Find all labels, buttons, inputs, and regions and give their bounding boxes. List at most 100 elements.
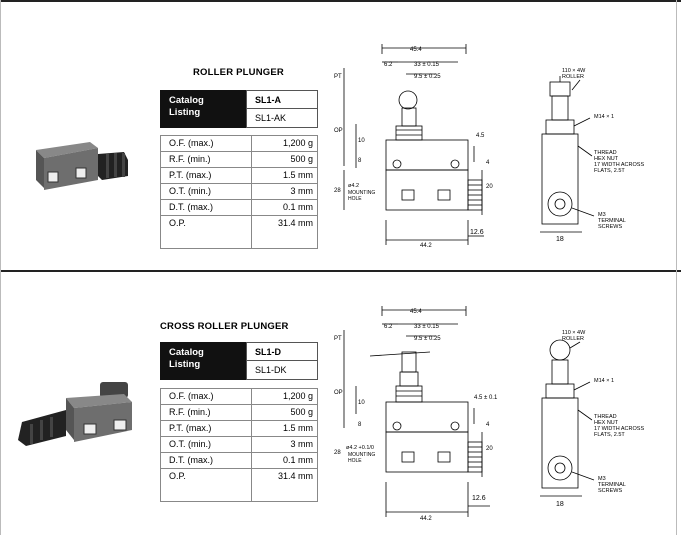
roller-plunger-section: ROLLER PLUNGER Catalog Listing SL1-A SL1…: [0, 0, 681, 250]
switch-photo: [18, 382, 132, 446]
dim-h10: 10: [358, 138, 365, 144]
spec-row: O.T. (min.)3 mm: [160, 183, 318, 200]
front-view-drawing: 45.4 6.2 33 ± 0.15 9.5 ± 0.25 PT OP 10 8…: [334, 306, 498, 522]
dim-h28: 28: [334, 450, 341, 456]
spec-row: O.T. (min.)3 mm: [160, 436, 318, 453]
catalog-label-line2: Listing: [169, 107, 201, 118]
dim-base: 44.2: [420, 243, 432, 249]
spec-label: R.F. (min.): [160, 151, 252, 168]
dim-depth: 12.6: [472, 495, 486, 502]
screws-label: SCREWS: [598, 488, 622, 494]
flats-label: FLATS, 2.5T: [594, 432, 625, 438]
dim-h10: 10: [358, 400, 365, 406]
catalog-label-line1: Catalog: [169, 95, 204, 106]
switch-photo: [36, 142, 128, 190]
m3-label: M3: [598, 212, 606, 218]
terminal-label: TERMINAL: [598, 218, 626, 224]
spec-value: 0.1 mm: [251, 452, 318, 469]
dim-mount1: MOUNTING: [348, 452, 375, 458]
spec-row: D.T. (max.)0.1 mm: [160, 199, 318, 216]
dim-h4: 4: [486, 422, 490, 428]
catalog-number-1: SL1-D: [247, 343, 317, 361]
spec-label: P.T. (max.): [160, 167, 252, 184]
cross-roller-plunger-section: CROSS ROLLER PLUNGER Catalog Listing SL1…: [0, 272, 681, 522]
dim-d3: 9.5 ± 0.25: [414, 74, 441, 80]
spec-value: 1.5 mm: [251, 167, 318, 184]
spec-label: R.F. (min.): [160, 404, 252, 421]
spec-label: P.T. (max.): [160, 420, 252, 437]
width-across-label: 17 WIDTH ACROSS: [594, 426, 644, 432]
spec-value: 0.1 mm: [251, 199, 318, 216]
spec-label: O.T. (min.): [160, 183, 252, 200]
dim-h4: 4: [486, 160, 490, 166]
catalog-label-line2: Listing: [169, 359, 201, 370]
dim-w45: 4.5: [476, 133, 485, 139]
roller-size: 110 × 4W: [562, 330, 586, 336]
dim-w45: 4.5 ± 0.1: [474, 395, 498, 401]
hex-nut-label: HEX NUT: [594, 156, 619, 162]
catalog-number-1: SL1-A: [247, 91, 317, 109]
spec-row: O.F. (max.)1,200 g: [160, 135, 318, 152]
spec-value: 1,200 g: [251, 388, 318, 405]
thread-size: M14 × 1: [594, 378, 614, 384]
spec-value: 3 mm: [251, 183, 318, 200]
spec-label: O.T. (min.): [160, 436, 252, 453]
spec-row: O.P.31.4 mm: [160, 215, 318, 249]
spec-row: O.F. (max.)1,200 g: [160, 388, 318, 405]
dim-pt: PT: [334, 336, 342, 342]
dim-base: 44.2: [420, 516, 432, 522]
spec-row: P.T. (max.)1.5 mm: [160, 420, 318, 437]
spec-table: O.F. (max.)1,200 g R.F. (min.)500 g P.T.…: [160, 388, 318, 502]
spec-row: O.P.31.4 mm: [160, 468, 318, 502]
spec-label: D.T. (max.): [160, 452, 252, 469]
spec-value: 1.5 mm: [251, 420, 318, 437]
spec-table: O.F. (max.)1,200 g R.F. (min.)500 g P.T.…: [160, 135, 318, 249]
dim-h8: 8: [358, 158, 362, 164]
dim-h20: 20: [486, 446, 493, 452]
top-rule: [0, 0, 681, 2]
catalog-label-line1: Catalog: [169, 347, 204, 358]
spec-label: O.F. (max.): [160, 135, 252, 152]
dim-h8: 8: [358, 422, 362, 428]
spec-row: P.T. (max.)1.5 mm: [160, 167, 318, 184]
dim-h28: 28: [334, 188, 341, 194]
side-width: 18: [556, 501, 564, 508]
spec-label: O.F. (max.): [160, 388, 252, 405]
section-title: CROSS ROLLER PLUNGER: [160, 321, 289, 332]
m3-label: M3: [598, 476, 606, 482]
spec-value: 31.4 mm: [251, 215, 318, 249]
front-view-drawing: 45.4 6.2 33 ± 0.15 9.5 ± 0.25 PT OP 10 8…: [334, 44, 493, 249]
catalog-label: Catalog Listing: [160, 90, 246, 128]
dim-hole: ø4.2: [348, 183, 359, 189]
width-across-label: 17 WIDTH ACROSS: [594, 162, 644, 168]
terminal-label: TERMINAL: [598, 482, 626, 488]
dim-pt: PT: [334, 74, 342, 80]
catalog-values: SL1-A SL1-AK: [246, 90, 318, 128]
catalog-number-2: SL1-AK: [255, 113, 287, 123]
catalog-label: Catalog Listing: [160, 342, 246, 380]
dim-mount1: MOUNTING: [348, 190, 375, 196]
left-border: [0, 0, 1, 535]
dim-mount2: HOLE: [348, 458, 362, 464]
spec-value: 500 g: [251, 151, 318, 168]
spec-value: 500 g: [251, 404, 318, 421]
section-title: ROLLER PLUNGER: [193, 67, 284, 78]
spec-label: D.T. (max.): [160, 199, 252, 216]
catalog-number-2: SL1-DK: [255, 365, 287, 375]
dim-overall: 45.4: [410, 309, 422, 315]
dim-d2: 33 ± 0.15: [414, 62, 440, 68]
thread-label: THREAD: [594, 414, 617, 420]
dim-op: OP: [334, 390, 343, 396]
thread-size: M14 × 1: [594, 114, 614, 120]
side-view-drawing: 110 × 4W ROLLER M14 × 1 THREAD HEX NUT 1…: [540, 330, 644, 508]
catalog-values: SL1-D SL1-DK: [246, 342, 318, 380]
right-border: [676, 0, 677, 535]
spec-row: R.F. (min.)500 g: [160, 404, 318, 421]
dim-hole: ø4.2 +0.1/0: [346, 445, 374, 451]
dim-d2: 33 ± 0.15: [414, 324, 440, 330]
dim-overall: 45.4: [410, 47, 422, 53]
dim-d1: 6.2: [384, 62, 393, 68]
dim-mount2: HOLE: [348, 196, 362, 202]
hex-nut-label: HEX NUT: [594, 420, 619, 426]
flats-label: FLATS, 2.5T: [594, 168, 625, 174]
